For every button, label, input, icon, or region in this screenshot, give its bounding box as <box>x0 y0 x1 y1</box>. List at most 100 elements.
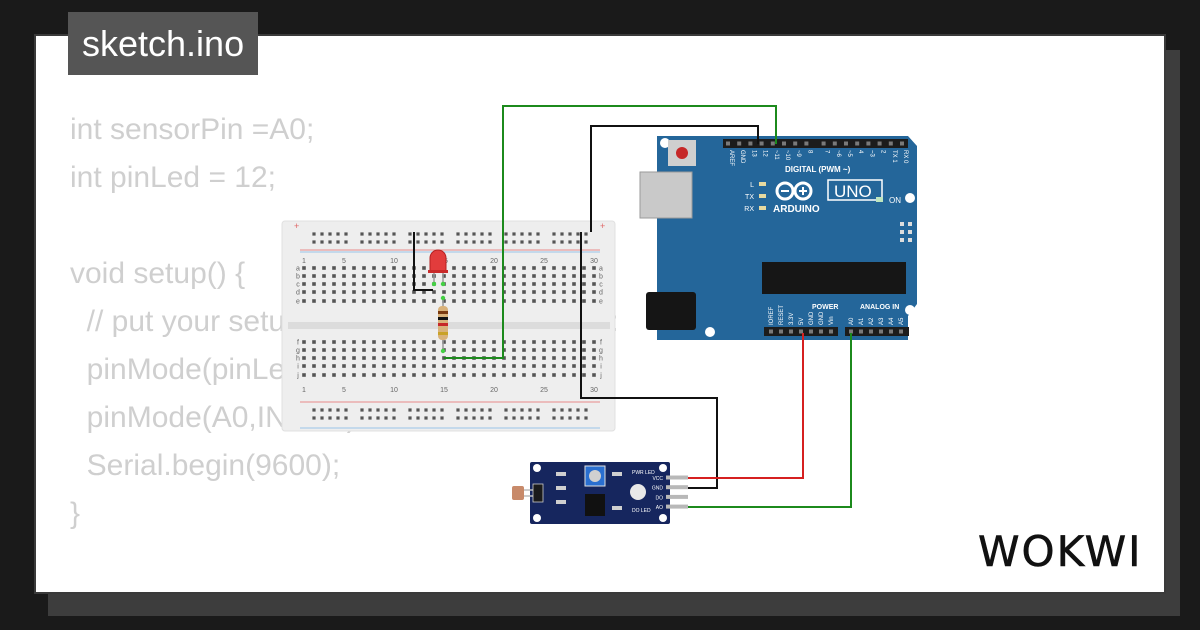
wire-gnd-rail[interactable] <box>590 125 759 232</box>
digital-pin[interactable] <box>770 141 775 146</box>
breadboard-hole <box>452 282 456 286</box>
sensor-header-pin[interactable] <box>666 504 688 509</box>
digital-pin[interactable] <box>759 141 764 146</box>
digital-pin[interactable] <box>804 141 809 146</box>
analog-pin[interactable] <box>869 329 873 334</box>
resistor-band-1 <box>438 311 448 314</box>
breadboard-hole <box>472 348 476 352</box>
wire-pin12[interactable] <box>444 105 777 359</box>
digital-pin-label: RX 0 <box>902 150 908 164</box>
digital-pin-label: ~11 <box>773 150 779 160</box>
analog-pin[interactable] <box>879 329 883 334</box>
breadboard-hole <box>422 356 426 360</box>
analog-pin[interactable] <box>849 329 853 334</box>
breadboard-hole <box>472 290 476 294</box>
power-pin[interactable] <box>769 329 773 334</box>
breadboard-hole <box>462 274 466 278</box>
digital-pin[interactable] <box>866 141 871 146</box>
breadboard-hole <box>512 348 516 352</box>
wire-sensor-vcc[interactable] <box>688 333 804 479</box>
power-pin[interactable] <box>809 329 813 334</box>
sensor-header-pin[interactable] <box>666 485 688 490</box>
digital-pin[interactable] <box>855 141 860 146</box>
digital-pin[interactable] <box>748 141 753 146</box>
breadboard-hole <box>372 266 376 270</box>
breadboard-hole <box>322 266 326 270</box>
digital-pin[interactable] <box>900 141 904 146</box>
breadboard-hole <box>532 348 536 352</box>
digital-pin[interactable] <box>726 141 730 146</box>
power-pin[interactable] <box>819 329 823 334</box>
digital-pin[interactable] <box>888 141 893 146</box>
breadboard-hole <box>332 266 336 270</box>
power-pin-label: RESET <box>779 305 785 325</box>
wire-led-gnd[interactable] <box>413 232 433 291</box>
analog-pin[interactable] <box>899 329 903 334</box>
breadboard-hole <box>532 266 536 270</box>
rail-hole <box>568 240 572 244</box>
analog-pin[interactable] <box>889 329 893 334</box>
column-number: 30 <box>590 258 598 265</box>
breadboard-hole <box>552 356 556 360</box>
mounting-hole-r1 <box>905 193 915 203</box>
file-title: sketch.ino <box>68 12 259 75</box>
led-pin-b <box>440 281 446 287</box>
rail-hole <box>512 240 516 244</box>
analog-pin-label: A1 <box>859 317 865 325</box>
sensor-header-pin[interactable] <box>666 475 688 480</box>
resistor[interactable] <box>438 295 448 354</box>
breadboard-hole <box>382 282 386 286</box>
breadboard-hole <box>512 290 516 294</box>
rail-hole <box>552 408 556 412</box>
rail-hole <box>344 240 348 244</box>
power-pin[interactable] <box>799 329 803 334</box>
ldr-photoresistor <box>512 486 524 500</box>
reset-button[interactable] <box>676 147 688 159</box>
power-pin[interactable] <box>779 329 783 334</box>
digital-pin-label: AREF <box>728 150 734 166</box>
rail-hole <box>424 416 428 420</box>
wire-sensor-ao[interactable] <box>688 333 852 508</box>
digital-pin[interactable] <box>877 141 882 146</box>
breadboard-hole <box>562 299 566 303</box>
breadboard-hole <box>552 364 556 368</box>
digital-pin[interactable] <box>737 141 742 146</box>
breadboard-hole <box>372 356 376 360</box>
row-letter: h <box>296 356 300 363</box>
breadboard-hole <box>432 364 436 368</box>
breadboard-hole <box>312 274 316 278</box>
wire-sensor-gnd[interactable] <box>580 232 718 489</box>
digital-pin[interactable] <box>844 141 848 146</box>
rail-hole <box>328 232 332 236</box>
rail-hole <box>504 232 508 236</box>
breadboard-hole <box>462 266 466 270</box>
analog-pin[interactable] <box>859 329 863 334</box>
rail-hole <box>344 408 348 412</box>
wokwi-logo[interactable]: WOKWI <box>976 526 1148 576</box>
breadboard-hole <box>582 266 586 270</box>
led[interactable] <box>428 249 448 287</box>
power-pin[interactable] <box>789 329 793 334</box>
breadboard-hole <box>542 348 546 352</box>
digital-pin[interactable] <box>821 141 826 146</box>
digital-pin[interactable] <box>832 141 837 146</box>
sensor-hole-tl <box>533 464 541 472</box>
breadboard-hole <box>382 274 386 278</box>
breadboard-hole <box>432 373 436 377</box>
digital-pin[interactable] <box>782 141 786 146</box>
breadboard-hole <box>462 282 466 286</box>
power-pin-label: GND <box>809 311 815 325</box>
usb-port <box>639 171 693 219</box>
power-pin[interactable] <box>829 329 833 334</box>
row-letter: h <box>599 356 603 363</box>
digital-pin[interactable] <box>793 141 798 146</box>
sensor-header-pin[interactable] <box>666 494 688 499</box>
power-pin-label: 5V <box>799 318 805 325</box>
rail-hole <box>432 408 436 412</box>
rail-hole <box>536 232 540 236</box>
